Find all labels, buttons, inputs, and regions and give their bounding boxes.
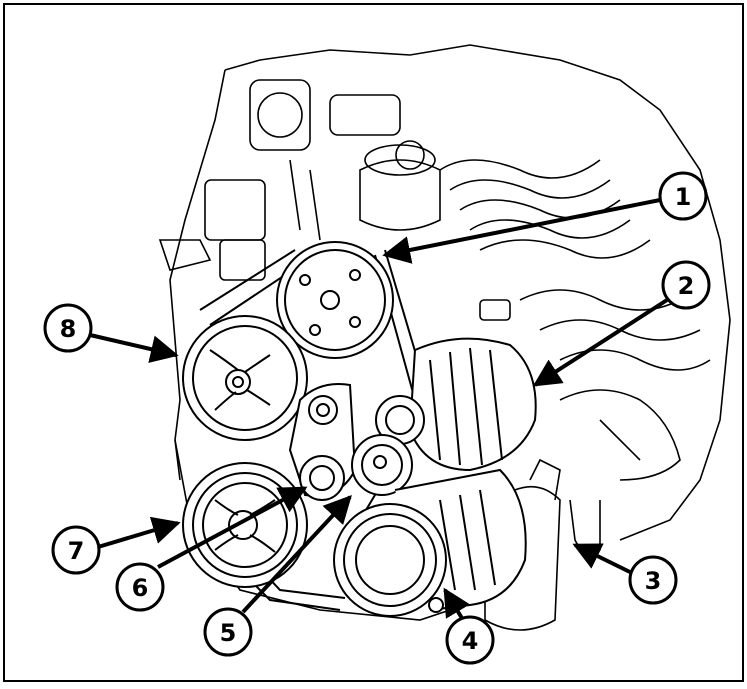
callout-3: 3	[628, 555, 678, 605]
callout-label-7: 7	[68, 537, 85, 565]
callout-label-5: 5	[220, 619, 237, 647]
callout-label-2: 2	[678, 272, 695, 300]
callout-label-4: 4	[462, 627, 479, 655]
callout-label-6: 6	[132, 574, 149, 602]
arrow-5	[241, 494, 352, 614]
callout-8: 8	[43, 303, 93, 353]
callout-label-3: 3	[645, 567, 662, 595]
power-steering-pulley	[276, 241, 394, 359]
callout-5: 5	[203, 607, 253, 657]
idler-pulley	[351, 434, 413, 496]
arrow-6	[157, 486, 308, 569]
crankshaft-damper	[182, 462, 308, 588]
callout-arrows	[89, 198, 669, 622]
callout-2: 2	[661, 260, 711, 310]
arrow-3	[572, 543, 635, 576]
arrow-2	[532, 298, 669, 387]
callout-label-8: 8	[60, 315, 77, 343]
arrow-7	[97, 516, 181, 549]
callout-4: 4	[445, 615, 495, 665]
water-pump-pulley	[182, 315, 308, 441]
callout-1: 1	[658, 171, 708, 221]
arrow-4	[443, 587, 470, 622]
arrow-1	[382, 198, 661, 264]
ac-compressor	[333, 468, 527, 617]
belt-tensioner	[288, 383, 357, 501]
arrow-8	[89, 333, 179, 363]
callout-6: 6	[115, 562, 165, 612]
callout-label-1: 1	[675, 183, 692, 211]
callout-7: 7	[51, 525, 101, 575]
generator	[375, 337, 537, 472]
